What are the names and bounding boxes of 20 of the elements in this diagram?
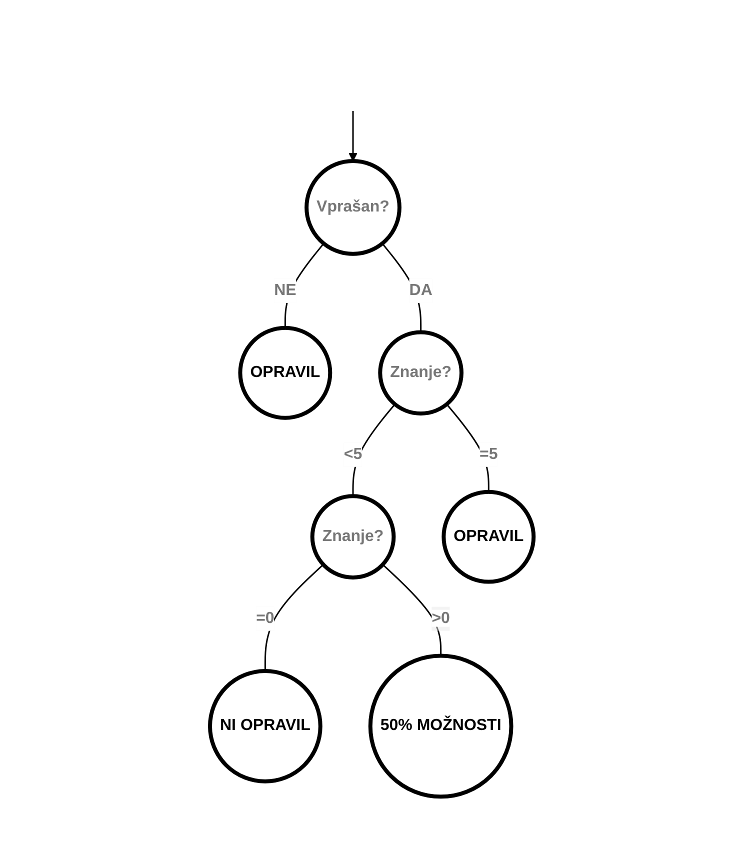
edge-label: <5 <box>344 446 362 463</box>
node-circle: NI OPRAVIL <box>208 669 323 784</box>
node-circle: Znanje? <box>310 494 396 580</box>
node-circle: Znanje? <box>378 330 464 416</box>
node-circle: 50% MOŽNOSTI <box>368 654 514 799</box>
edge-label: DA <box>409 282 433 300</box>
connector <box>264 564 324 672</box>
edge-label: =5 <box>480 446 498 463</box>
node-circle: Vprašan? <box>304 159 402 256</box>
edge-label: NE <box>274 282 296 300</box>
connector <box>446 404 490 492</box>
node-circle: OPRAVIL <box>442 490 536 584</box>
arrow <box>348 111 358 162</box>
connector <box>382 243 422 332</box>
connector <box>382 564 442 656</box>
edge-label: =0 <box>256 610 274 627</box>
connector <box>352 404 396 496</box>
node-circle: OPRAVIL <box>238 326 332 420</box>
edge-label: >0 <box>432 610 450 627</box>
connector <box>284 243 324 328</box>
